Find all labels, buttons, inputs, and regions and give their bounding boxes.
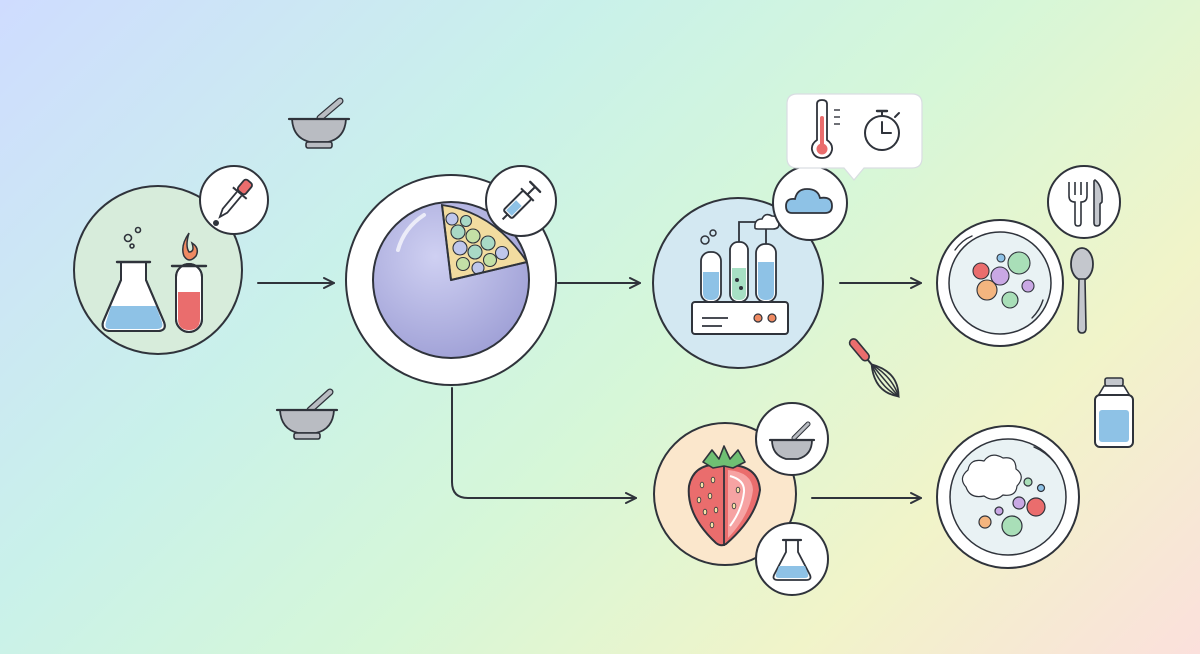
mortar-badge [755, 402, 829, 476]
node-plate-bottom [936, 425, 1080, 569]
node-sphere [345, 174, 557, 386]
conditions-callout [786, 93, 923, 181]
timer-icon [864, 109, 900, 151]
spoon-icon [1070, 247, 1094, 334]
cloud-badge [772, 165, 848, 241]
fork-knife-icon [1068, 178, 1103, 227]
plated-dish-icon [972, 251, 1035, 309]
node-machine [652, 197, 824, 369]
flask-badge [755, 522, 829, 596]
syringe-badge [485, 165, 557, 237]
flask-icon [101, 226, 166, 332]
flask-icon [772, 538, 812, 581]
foam-dish-icon [961, 454, 1046, 537]
fork-knife-badge [1047, 165, 1121, 239]
mortar-pestle-icon [768, 421, 816, 460]
strawberry-icon [687, 445, 762, 547]
gas-canister-icon [1094, 377, 1134, 448]
mortar-pestle-icon [275, 388, 339, 440]
dropper-badge [199, 165, 269, 235]
dropper-icon [218, 178, 253, 219]
whisk-icon [848, 338, 900, 398]
arrow-sphere-to-strawberry [451, 387, 637, 504]
thermometer-icon [810, 99, 840, 159]
flow-connectors [257, 277, 922, 504]
lab-apparatus-icon [691, 213, 789, 335]
mortar-pestle-icon [287, 97, 351, 149]
test-tube-icon [170, 232, 208, 333]
node-lab [73, 185, 243, 355]
cloud-icon [785, 188, 833, 214]
node-plate-top [936, 219, 1064, 347]
spherification-sphere-icon [372, 201, 530, 359]
syringe-icon [501, 180, 542, 221]
node-strawberry [653, 422, 797, 566]
